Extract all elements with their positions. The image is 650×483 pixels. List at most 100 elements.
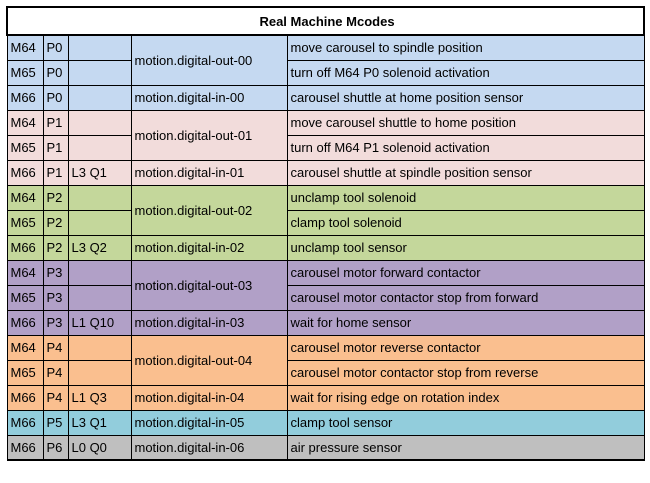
pin-cell: motion.digital-in-02 — [130, 234, 288, 261]
param-cell: P0 — [42, 84, 69, 111]
param-cell: P4 — [42, 384, 69, 411]
pin-cell: motion.digital-out-02 — [130, 184, 288, 236]
param-cell: P2 — [42, 184, 69, 211]
condition-cell: L1 Q3 — [67, 384, 132, 411]
condition-cell — [67, 184, 132, 211]
pin-cell: motion.digital-in-05 — [130, 409, 288, 436]
description-cell: clamp tool sensor — [286, 409, 645, 436]
param-cell: P3 — [42, 284, 69, 311]
condition-cell — [67, 359, 132, 386]
param-cell: P3 — [42, 259, 69, 286]
title-row: Real Machine Mcodes — [5, 6, 646, 36]
condition-cell — [67, 59, 132, 86]
condition-cell: L3 Q2 — [67, 234, 132, 261]
mcode-cell: M64 — [6, 334, 44, 361]
description-cell: carousel motor contactor stop from forwa… — [286, 284, 645, 311]
mcode-cell: M64 — [6, 34, 44, 61]
pin-cell: motion.digital-out-00 — [130, 34, 288, 86]
condition-cell — [67, 284, 132, 311]
mcode-cell: M64 — [6, 259, 44, 286]
description-cell: wait for rising edge on rotation index — [286, 384, 645, 411]
param-cell: P0 — [42, 34, 69, 61]
pin-cell: motion.digital-in-01 — [130, 159, 288, 186]
mcode-cell: M66 — [6, 84, 44, 111]
param-cell: P2 — [42, 209, 69, 236]
description-cell: air pressure sensor — [286, 434, 645, 461]
mcode-cell: M66 — [6, 409, 44, 436]
param-cell: P4 — [42, 334, 69, 361]
description-cell: carousel motor reverse contactor — [286, 334, 645, 361]
table-title: Real Machine Mcodes — [5, 6, 646, 36]
pin-cell: motion.digital-in-06 — [130, 434, 288, 461]
description-cell: move carousel shuttle to home position — [286, 109, 645, 136]
mcode-cell: M65 — [6, 134, 44, 161]
description-cell: carousel motor contactor stop from rever… — [286, 359, 645, 386]
description-cell: unclamp tool sensor — [286, 234, 645, 261]
param-cell: P4 — [42, 359, 69, 386]
condition-cell: L3 Q1 — [67, 159, 132, 186]
param-cell: P0 — [42, 59, 69, 86]
mcode-cell: M65 — [6, 284, 44, 311]
mcode-cell: M66 — [6, 309, 44, 336]
mcode-cell: M66 — [6, 384, 44, 411]
mcode-cell: M66 — [6, 159, 44, 186]
description-cell: turn off M64 P1 solenoid activation — [286, 134, 645, 161]
mcode-cell: M64 — [6, 109, 44, 136]
condition-cell: L3 Q1 — [67, 409, 132, 436]
mcode-cell: M66 — [6, 434, 44, 461]
param-cell: P3 — [42, 309, 69, 336]
param-cell: P1 — [42, 134, 69, 161]
description-cell: carousel motor forward contactor — [286, 259, 645, 286]
mcode-cell: M65 — [6, 59, 44, 86]
pin-cell: motion.digital-in-03 — [130, 309, 288, 336]
param-cell: P5 — [42, 409, 69, 436]
pin-cell: motion.digital-in-00 — [130, 84, 288, 111]
mcode-cell: M66 — [6, 234, 44, 261]
param-cell: P1 — [42, 159, 69, 186]
condition-cell: L0 Q0 — [67, 434, 132, 461]
mcode-cell: M65 — [6, 209, 44, 236]
pin-cell: motion.digital-out-01 — [130, 109, 288, 161]
description-cell: carousel shuttle at spindle position sen… — [286, 159, 645, 186]
condition-cell — [67, 134, 132, 161]
param-cell: P2 — [42, 234, 69, 261]
description-cell: turn off M64 P0 solenoid activation — [286, 59, 645, 86]
param-cell: P6 — [42, 434, 69, 461]
condition-cell — [67, 259, 132, 286]
param-cell: P1 — [42, 109, 69, 136]
description-cell: clamp tool solenoid — [286, 209, 645, 236]
pin-cell: motion.digital-out-04 — [130, 334, 288, 386]
condition-cell — [67, 334, 132, 361]
condition-cell — [67, 84, 132, 111]
pin-cell: motion.digital-in-04 — [130, 384, 288, 411]
description-cell: wait for home sensor — [286, 309, 645, 336]
description-cell: carousel shuttle at home position sensor — [286, 84, 645, 111]
description-cell: unclamp tool solenoid — [286, 184, 645, 211]
condition-cell — [67, 34, 132, 61]
mcode-cell: M65 — [6, 359, 44, 386]
mcode-cell: M64 — [6, 184, 44, 211]
condition-cell — [67, 109, 132, 136]
description-cell: move carousel to spindle position — [286, 34, 645, 61]
pin-cell: motion.digital-out-03 — [130, 259, 288, 311]
condition-cell: L1 Q10 — [67, 309, 132, 336]
